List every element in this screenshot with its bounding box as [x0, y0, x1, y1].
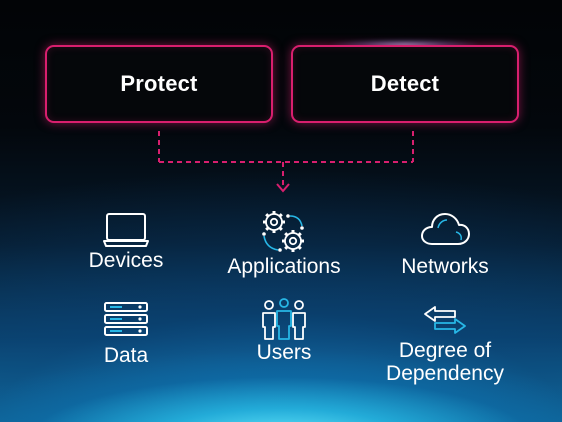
asset-users: Users: [221, 297, 347, 365]
asset-degree-of-dependency: Degree of Dependency: [366, 305, 524, 385]
gears-icon: [262, 211, 304, 252]
asset-data: Data: [68, 300, 184, 368]
server-stack-icon: [104, 302, 148, 336]
laptop-icon: [103, 213, 149, 247]
protect-box: Protect: [45, 45, 273, 123]
asset-devices: Devices: [58, 210, 194, 273]
asset-devices-label: Devices: [88, 249, 164, 272]
protect-label: Protect: [120, 71, 198, 96]
arrows-exchange-icon: [424, 306, 466, 334]
users-group-icon: [262, 298, 306, 340]
connector-arrowhead-icon: [276, 183, 290, 193]
detect-label: Detect: [370, 71, 440, 96]
asset-applications-label: Applications: [227, 255, 341, 278]
asset-networks-label: Networks: [401, 255, 489, 278]
asset-dependency-label-line2: Dependency: [386, 361, 504, 385]
asset-networks: Networks: [372, 208, 518, 279]
detect-box: Detect: [291, 45, 519, 123]
cloud-icon: [421, 213, 470, 245]
asset-users-label: Users: [256, 341, 312, 364]
asset-applications: Applications: [206, 208, 362, 279]
asset-data-label: Data: [103, 344, 149, 367]
asset-dependency-label-line1: Degree of: [398, 339, 492, 362]
